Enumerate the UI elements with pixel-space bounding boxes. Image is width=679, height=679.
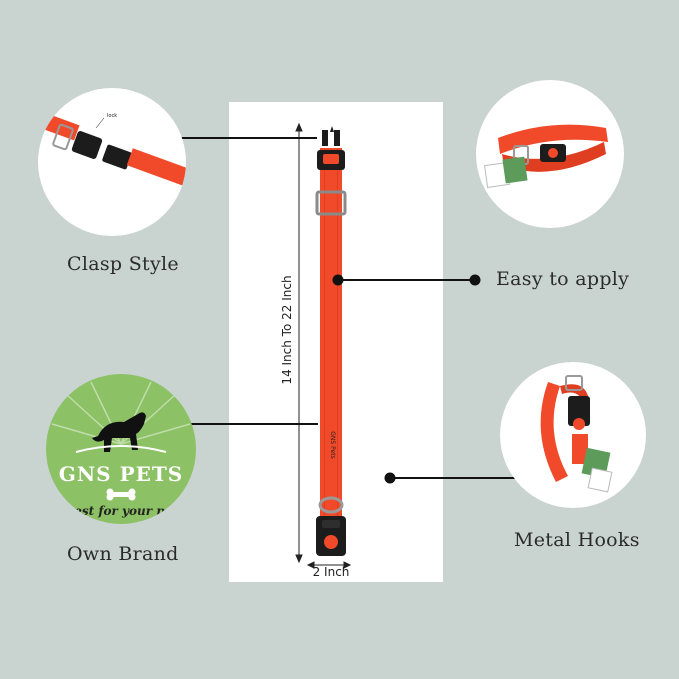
metal-hooks-label: Metal Hooks [514, 529, 640, 551]
dog-logo-icon [51, 381, 191, 501]
applied-collar-circle [476, 80, 624, 228]
clasp-style-label: Clasp Style [67, 253, 179, 275]
clasp-detail-image [38, 111, 186, 186]
brand-name: GNS PETS [58, 462, 184, 486]
lock-tag: lock [107, 113, 118, 119]
bone-icon [106, 488, 136, 501]
applied-collar-image [484, 124, 608, 188]
easy-to-apply-label: Easy to apply [496, 268, 630, 290]
length-label: 14 Inch To 22 Inch [280, 275, 294, 385]
strap-print: GNS Pets [329, 431, 336, 458]
width-label: 2 Inch [312, 565, 350, 579]
clasp-detail-circle [38, 88, 186, 236]
own-brand-label: Own Brand [67, 543, 179, 565]
brand-badge: GNS PETS Best for your pet [46, 374, 196, 524]
metal-hooks-image [540, 375, 613, 493]
metal-hooks-circle [500, 362, 646, 508]
brand-tagline: Best for your pet [64, 504, 178, 518]
